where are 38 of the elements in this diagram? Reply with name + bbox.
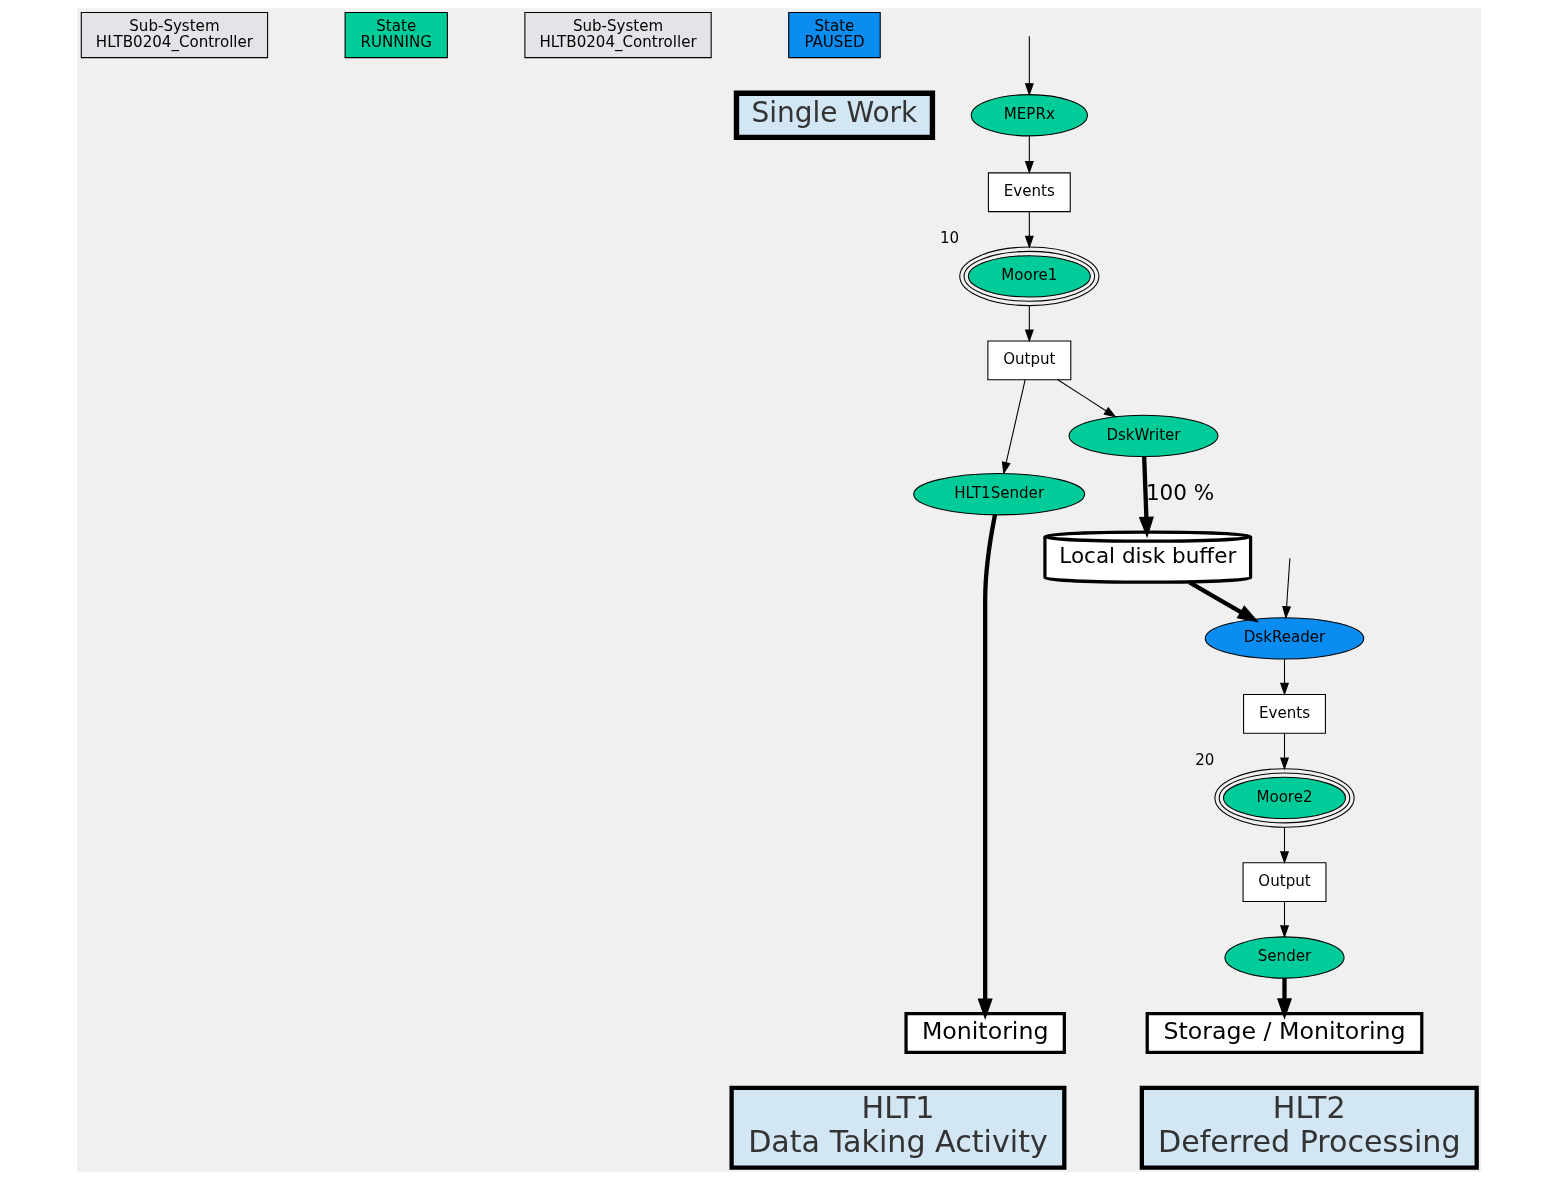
node-box: HLT2 Deferred Processing	[1139, 1085, 1479, 1170]
node-box: Single Work	[733, 90, 935, 140]
node-box: Sub-System HLTB0204_Controller	[80, 11, 268, 59]
arrow	[1279, 658, 1289, 696]
arrow	[1279, 733, 1289, 771]
node-box: Events	[1242, 693, 1326, 734]
arrow	[1024, 35, 1034, 97]
arrow	[1024, 211, 1034, 249]
node-box: Monitoring	[903, 1012, 1066, 1054]
node-box: Events	[987, 172, 1071, 213]
node-ellipse: HLT1Sender	[912, 473, 1085, 516]
node-ellipse: Moore2	[1213, 768, 1355, 828]
arrow	[1279, 901, 1289, 939]
node-box: Output	[986, 340, 1071, 381]
arrow	[1138, 456, 1154, 539]
arrow	[1001, 379, 1026, 475]
arrow	[1276, 978, 1292, 1020]
arrow	[1024, 305, 1034, 343]
node-ellipse: DskWriter	[1068, 414, 1218, 458]
arrow	[1281, 557, 1291, 620]
edge-label: 100 %	[1145, 479, 1214, 505]
node-label: 10	[939, 229, 959, 248]
node-box: Output	[1242, 862, 1326, 902]
node-ellipse: Sender	[1223, 936, 1345, 979]
node-ellipse: Moore1	[958, 246, 1099, 307]
arrow	[977, 514, 997, 1021]
node-label: 20	[1194, 750, 1214, 769]
node-ellipse: DskReader	[1204, 617, 1364, 660]
arrow	[1056, 379, 1117, 418]
arrow	[1024, 135, 1034, 175]
arrow	[1187, 580, 1259, 623]
node-box: Storage / Monitoring	[1145, 1012, 1423, 1054]
node-box: State PAUSED	[787, 11, 881, 59]
arrow	[1279, 826, 1289, 865]
node-box: HLT1 Data Taking Activity	[728, 1085, 1066, 1170]
node-box: Sub-System HLTB0204_Controller	[523, 11, 712, 59]
node-box: State RUNNING	[344, 11, 448, 59]
node-ellipse: MEPRx	[970, 94, 1088, 137]
